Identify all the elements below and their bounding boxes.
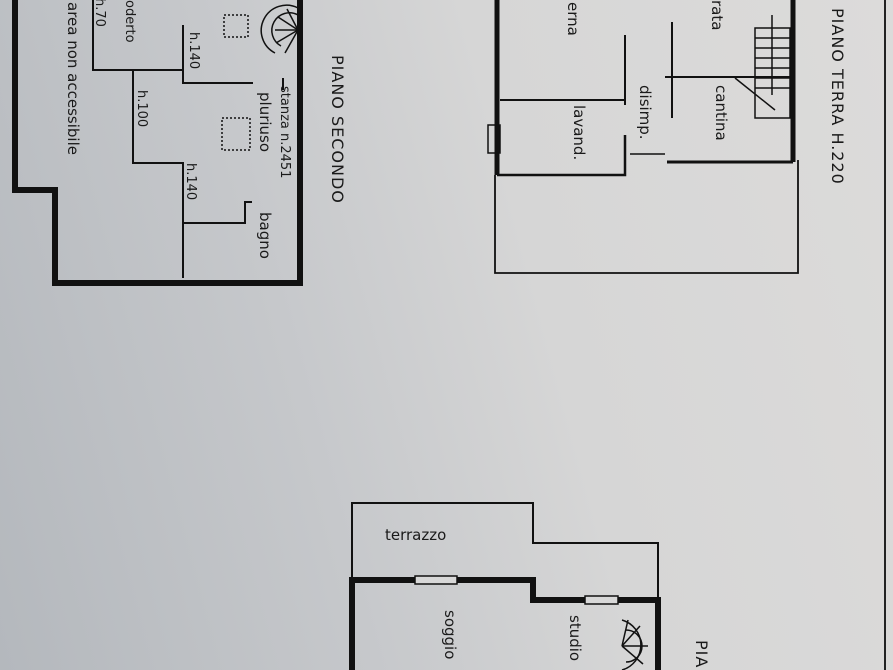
staircase-icon xyxy=(734,15,791,119)
outer-walls xyxy=(349,577,661,670)
partial-room-label: erna xyxy=(564,2,582,36)
spiral-stair-icon xyxy=(621,619,648,670)
inner-wall xyxy=(497,135,627,177)
inner-wall xyxy=(132,70,184,278)
plan-piano-terra xyxy=(487,0,799,274)
plan-piano-primo xyxy=(349,502,661,670)
laundry-label: lavand. xyxy=(570,105,588,160)
spiral-stair-icon xyxy=(260,4,299,54)
cellar-label: cantina xyxy=(712,85,730,141)
piano-secondo-title: PIANO SECONDO xyxy=(328,55,347,204)
room-label: stanza n.2451 xyxy=(277,86,292,178)
piano-primo-title: PIA xyxy=(692,640,711,668)
hall-label: disimp. xyxy=(636,85,654,140)
window-icon xyxy=(584,595,619,605)
living-label: soggio xyxy=(441,610,459,659)
height-label: h.70 xyxy=(92,0,107,27)
inner-wall xyxy=(92,0,183,71)
inner-wall xyxy=(182,25,253,84)
inaccessible-area-label: area non accessibile xyxy=(64,2,82,155)
room-use-label: pluriuso xyxy=(256,92,274,152)
outer-walls xyxy=(12,0,303,286)
terrace-outline xyxy=(351,502,659,600)
piano-terra-title: PIANO TERRA H.220 xyxy=(828,8,847,185)
bath-label: bagno xyxy=(256,212,274,259)
height-label: h.100 xyxy=(134,90,149,127)
window-icon xyxy=(414,575,458,585)
window-icon xyxy=(487,124,501,154)
study-label: studio xyxy=(566,615,584,661)
height-label: h.140 xyxy=(186,32,201,69)
yard-outline xyxy=(494,160,799,274)
skylight-icon xyxy=(221,117,251,151)
skylight-icon xyxy=(223,14,249,38)
partial-room-label: rata xyxy=(708,0,726,30)
plan-piano-secondo xyxy=(12,0,303,286)
terrace-label: terrazzo xyxy=(385,526,446,544)
partial-room-label: oderto xyxy=(122,0,137,43)
inner-wall xyxy=(183,201,252,224)
height-label: h.140 xyxy=(183,163,198,200)
